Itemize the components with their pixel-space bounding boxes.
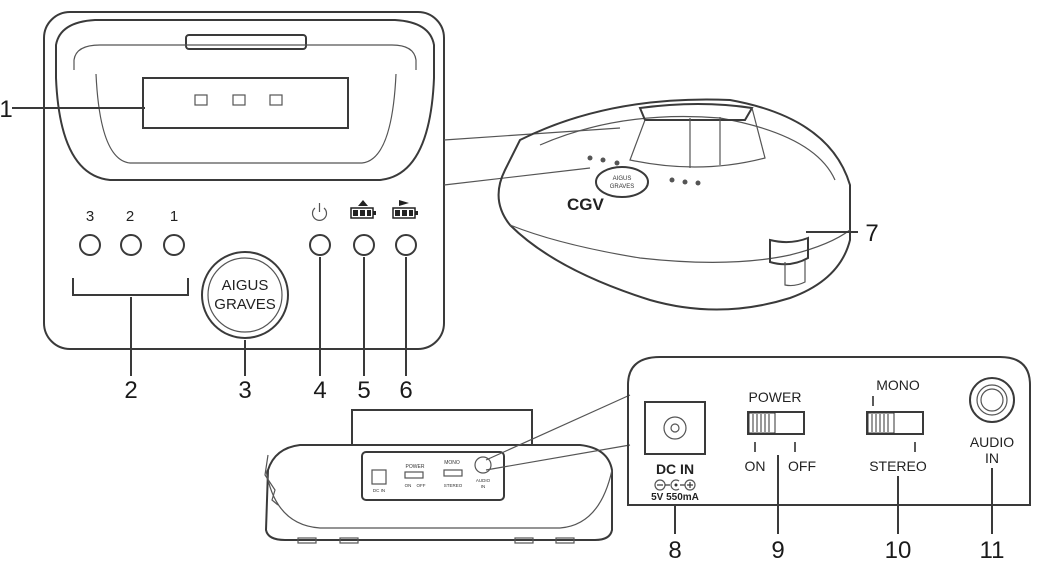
- logo-button-inner: [207, 257, 283, 333]
- rear-in-label: IN: [481, 484, 486, 489]
- power-led: [309, 234, 331, 256]
- led-number-1: 1: [170, 208, 178, 225]
- zoom-line-rear-upper: [485, 394, 631, 461]
- dock-connector: [142, 77, 349, 129]
- logo-line-2: GRAVES: [214, 296, 275, 313]
- dock-logo-button: [595, 166, 649, 198]
- dock-brand: CGV: [567, 195, 605, 214]
- cradle-inner-edge: [73, 44, 417, 70]
- power-switch-knob: [748, 412, 776, 434]
- battery-output-icon: [392, 200, 418, 219]
- cradle-clip: [185, 34, 307, 50]
- mono-label: MONO: [876, 377, 920, 393]
- dc-in-jack: [644, 401, 706, 455]
- dock-cradle: [629, 107, 766, 168]
- logo-line-1: AIGUS: [222, 277, 269, 294]
- connector-pin-3: [269, 94, 283, 106]
- rear-clip: [351, 409, 533, 445]
- dock-logo-line-2: GRAVES: [610, 184, 635, 190]
- callout-2: 2: [124, 377, 137, 404]
- rear-on-label: ON: [405, 483, 412, 488]
- rear-detail-frame: [627, 356, 1031, 506]
- dock-clip-top: [638, 103, 754, 121]
- power-label: POWER: [749, 389, 802, 405]
- callout-7: 7: [865, 220, 878, 247]
- audio-in-jack: [969, 377, 1015, 423]
- rear-audio-label: AUDIO: [476, 478, 491, 483]
- rear-power-label: POWER: [406, 464, 425, 470]
- led-number-3: 3: [86, 208, 94, 225]
- dock-body-outline: [497, 98, 851, 311]
- rear-off-label: OFF: [417, 483, 426, 488]
- usb-connector: [784, 260, 806, 287]
- mode-switch-knob: [867, 412, 895, 434]
- rear-port-detail: DC IN 5V 550mA POWER ON OFF: [627, 356, 1031, 506]
- cradle-top-edge: [55, 19, 435, 78]
- dock-body-seam: [509, 224, 851, 263]
- charging-led: [353, 234, 375, 256]
- led-group-bracket: [72, 278, 189, 296]
- rear-mode-switch: [443, 469, 463, 477]
- power-icon: [311, 203, 328, 221]
- rear-dc-jack: [371, 469, 387, 485]
- output-led: [395, 234, 417, 256]
- callout-3: 3: [238, 377, 251, 404]
- led-3: [79, 234, 101, 256]
- polarity-icon: [654, 479, 696, 491]
- rear-audio-jack: [474, 456, 492, 474]
- battery-charging-icon: [350, 200, 376, 219]
- rear-body: [264, 444, 613, 541]
- dc-rating-label: 5V 550mA: [651, 492, 699, 503]
- dc-in-label: DC IN: [656, 461, 694, 477]
- callout-6: 6: [399, 377, 412, 404]
- rear-dc-label: DC IN: [373, 488, 385, 493]
- callout-8: 8: [668, 537, 681, 564]
- logo-button: [201, 251, 289, 339]
- rear-stereo-label: STEREO: [444, 483, 463, 488]
- callout-10: 10: [885, 537, 912, 564]
- audio-label: AUDIO: [970, 434, 1014, 450]
- rear-body-curve: [265, 469, 613, 529]
- audio-in-label: IN: [985, 450, 999, 466]
- power-switch: [747, 411, 805, 435]
- connector-pin-1: [194, 94, 208, 106]
- led-number-2: 2: [126, 208, 134, 225]
- rear-port-panel: [361, 451, 505, 501]
- connector-pin-2: [232, 94, 246, 106]
- usb-port: [769, 236, 809, 266]
- callout-4: 4: [313, 377, 326, 404]
- callout-11: 11: [980, 537, 1005, 564]
- dock-logo-line-1: AIGUS: [613, 176, 632, 182]
- led-2: [120, 234, 142, 256]
- front-panel: 3 2 1 AIGUS GRAVES: [43, 11, 445, 350]
- rear-hinge: [264, 454, 279, 506]
- cradle-bowl: [55, 77, 435, 181]
- callout-1: 1: [0, 96, 13, 123]
- power-on-label: ON: [745, 458, 766, 474]
- led-1: [163, 234, 185, 256]
- rear-power-switch: [404, 471, 424, 479]
- callout-5: 5: [357, 377, 370, 404]
- callout-9: 9: [771, 537, 784, 564]
- dock-perspective: AIGUS GRAVES CGV: [497, 98, 851, 311]
- dock-top-rim: [539, 115, 836, 181]
- mode-switch: [866, 411, 924, 435]
- power-off-label: OFF: [788, 458, 816, 474]
- zoom-line-rear-lower: [485, 444, 631, 471]
- cradle-bowl-inner: [95, 73, 397, 164]
- rear-view: DC IN POWER ON OFF MONO STEREO AUDIO IN: [264, 409, 613, 544]
- zoom-line-lower: [443, 167, 591, 186]
- rear-mono-label: MONO: [444, 460, 460, 466]
- stereo-label: STEREO: [869, 458, 927, 474]
